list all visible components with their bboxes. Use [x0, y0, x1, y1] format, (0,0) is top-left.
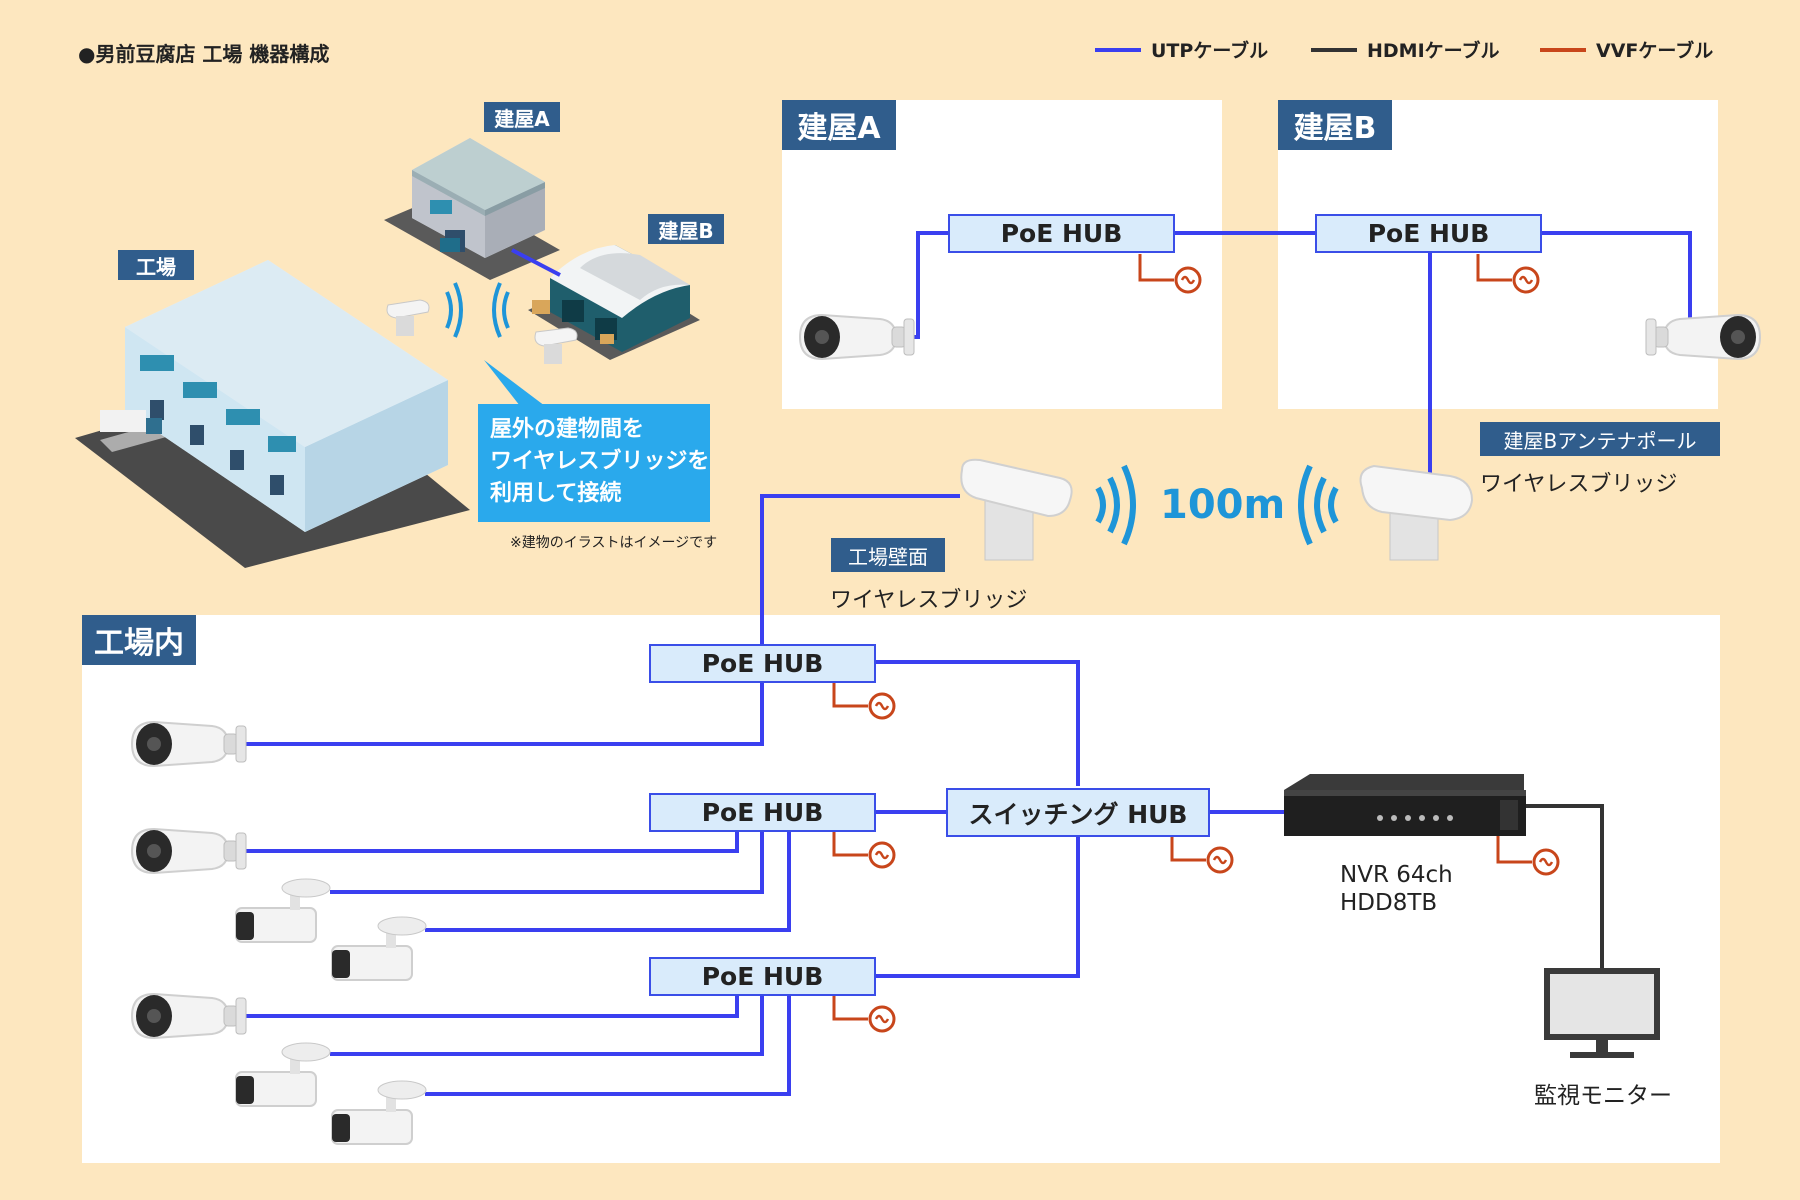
pole-caption: ワイヤレスブリッジ — [1480, 472, 1678, 497]
wireless-bridge-wall — [960, 458, 1073, 561]
nvr-label-line-1: NVR 64ch — [1340, 862, 1453, 888]
illustration-label-building-b: 建屋B — [648, 214, 724, 244]
poe-hub-building-a: PoE HUB — [948, 214, 1175, 253]
legend-vvf-swatch — [1540, 48, 1586, 52]
page-title: ●男前豆腐店 工場 機器構成 — [78, 42, 330, 66]
poe-hub-factory-1: PoE HUB — [649, 644, 876, 683]
legend-vvf-label: VVFケーブル — [1596, 40, 1714, 62]
wall-tag: 工場壁面 — [831, 538, 945, 572]
legend: UTPケーブル HDMIケーブル VVFケーブル — [1095, 36, 1735, 66]
wall-caption: ワイヤレスブリッジ — [830, 588, 1028, 613]
panel-factory-inside — [82, 615, 1720, 1163]
legend-hdmi-label: HDMIケーブル — [1367, 40, 1500, 62]
legend-utp-label: UTPケーブル — [1151, 40, 1269, 62]
legend-hdmi-swatch — [1311, 48, 1357, 52]
illustration-label-building-a: 建屋A — [484, 102, 560, 132]
panel-tag-building-a: 建屋A — [782, 100, 896, 150]
panel-building-b — [1278, 100, 1718, 409]
panel-tag-factory-inside: 工場内 — [82, 615, 196, 665]
legend-utp-swatch — [1095, 48, 1141, 52]
nvr-label-line-2: HDD8TB — [1340, 890, 1438, 916]
callout-line-2: ワイヤレスブリッジを — [490, 449, 710, 474]
nvr-icon — [1284, 774, 1526, 836]
poe-hub-factory-3: PoE HUB — [649, 957, 876, 996]
pole-tag: 建屋Bアンテナポール — [1480, 422, 1720, 456]
callout-line-3: 利用して接続 — [490, 481, 622, 506]
vvf-plug-icon — [1174, 266, 1202, 294]
callout-text: 屋外の建物間を ワイヤレスブリッジを 利用して接続 — [490, 414, 709, 510]
switching-hub: スイッチング HUB — [946, 788, 1210, 837]
panel-tag-building-b: 建屋B — [1278, 100, 1392, 150]
monitor-label: 監視モニター — [1534, 1083, 1672, 1109]
monitor-icon — [1544, 968, 1660, 1058]
wireless-bridge-pole — [1359, 464, 1474, 561]
illustration-label-factory: 工場 — [118, 250, 194, 280]
callout-line-1: 屋外の建物間を — [490, 417, 645, 442]
wireless-distance: 100m — [1160, 482, 1286, 528]
poe-hub-building-b: PoE HUB — [1315, 214, 1542, 253]
illustration-note: ※建物のイラストはイメージです — [510, 535, 718, 551]
poe-hub-factory-2: PoE HUB — [649, 793, 876, 832]
